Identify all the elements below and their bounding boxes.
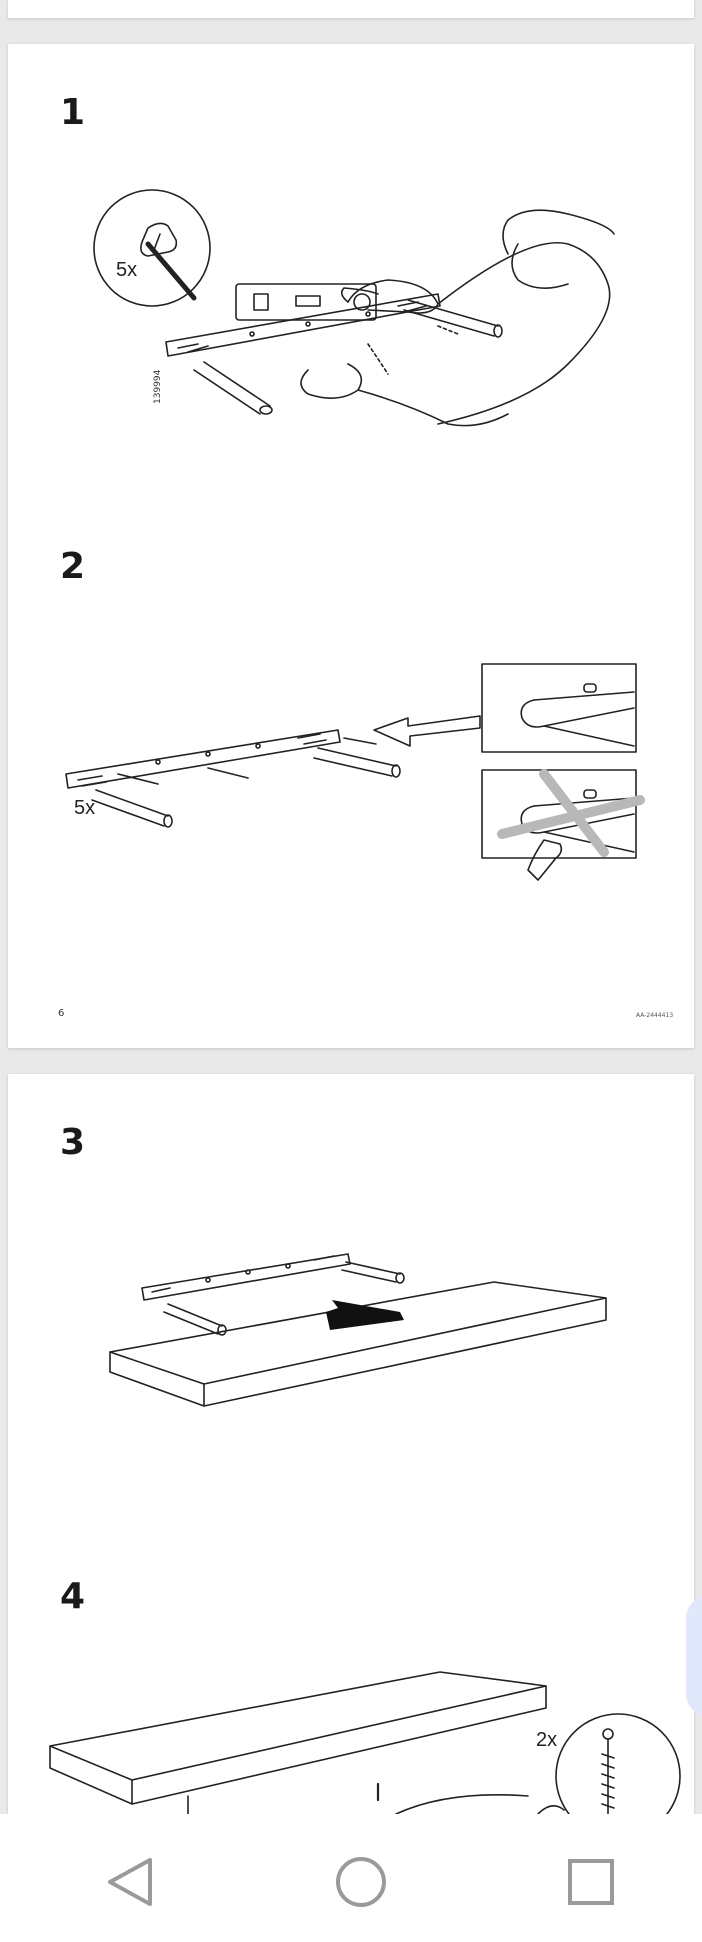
back-icon bbox=[108, 1858, 152, 1906]
document-code: AA-2444413 bbox=[636, 1012, 674, 1019]
recents-button[interactable] bbox=[556, 1852, 626, 1912]
home-icon bbox=[336, 1857, 386, 1907]
recents-icon bbox=[568, 1859, 614, 1905]
page-number: 6 bbox=[58, 1008, 65, 1019]
back-button[interactable] bbox=[96, 1852, 166, 1912]
step-4-illustration: 2x bbox=[49, 1671, 681, 1814]
floating-action-button[interactable] bbox=[686, 1596, 702, 1716]
step-1-part-code: 139994 bbox=[153, 369, 163, 404]
instruction-page-7: 3 4 bbox=[8, 1074, 694, 1814]
step-4-quantity: 2x bbox=[536, 1729, 557, 1751]
step-3-illustration bbox=[109, 1253, 607, 1407]
step-2-illustration: 5x bbox=[65, 663, 645, 881]
step-number-3: 3 bbox=[60, 1122, 86, 1163]
previous-page-edge bbox=[8, 0, 694, 18]
step-number-2: 2 bbox=[60, 546, 86, 587]
home-button[interactable] bbox=[326, 1852, 396, 1912]
step-number-4: 4 bbox=[60, 1576, 86, 1617]
instruction-page-6: 1 bbox=[8, 44, 694, 1048]
step-2-quantity: 5x bbox=[74, 797, 95, 819]
step-number-1: 1 bbox=[60, 92, 86, 133]
system-navigation-bar bbox=[0, 1814, 702, 1942]
step-1-illustration: 5x 139994 bbox=[93, 189, 615, 427]
step-1-quantity: 5x bbox=[116, 259, 137, 281]
